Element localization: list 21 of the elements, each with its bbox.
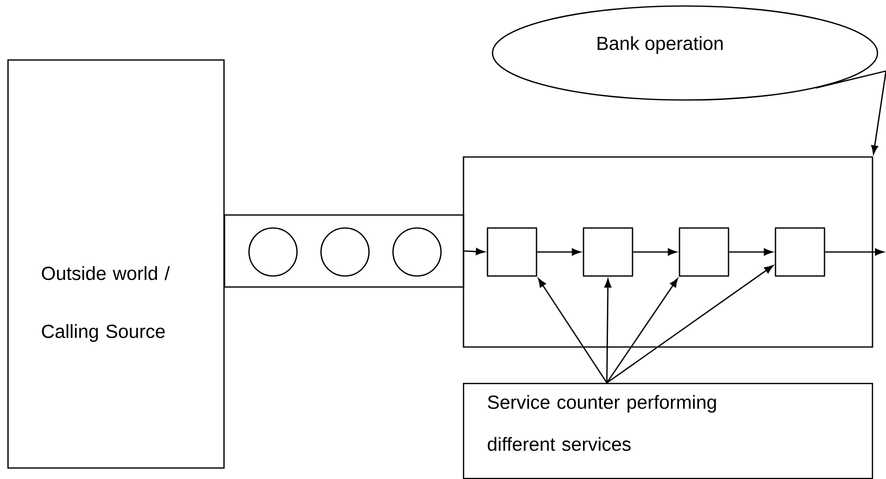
arrow bbox=[604, 278, 612, 383]
arrow bbox=[825, 248, 884, 256]
counter-box: Service counter performing different services bbox=[462, 382, 874, 479]
arrow bbox=[606, 278, 678, 384]
arrow bbox=[606, 265, 774, 384]
customer-circle bbox=[392, 227, 442, 277]
customer-circle bbox=[248, 227, 298, 277]
arrow bbox=[464, 248, 485, 256]
server-square bbox=[774, 227, 826, 277]
source-box: Outside world / Calling Source bbox=[7, 59, 225, 469]
bank-box bbox=[462, 156, 874, 348]
arrow bbox=[729, 248, 773, 256]
leader-line bbox=[816, 70, 886, 154]
server-square bbox=[678, 227, 730, 277]
server-square bbox=[582, 227, 634, 277]
customer-circle bbox=[320, 227, 370, 277]
arrow bbox=[633, 248, 677, 256]
arrow bbox=[538, 278, 608, 384]
queue-band bbox=[224, 214, 464, 288]
arrow bbox=[537, 248, 581, 256]
server-square bbox=[486, 227, 538, 277]
